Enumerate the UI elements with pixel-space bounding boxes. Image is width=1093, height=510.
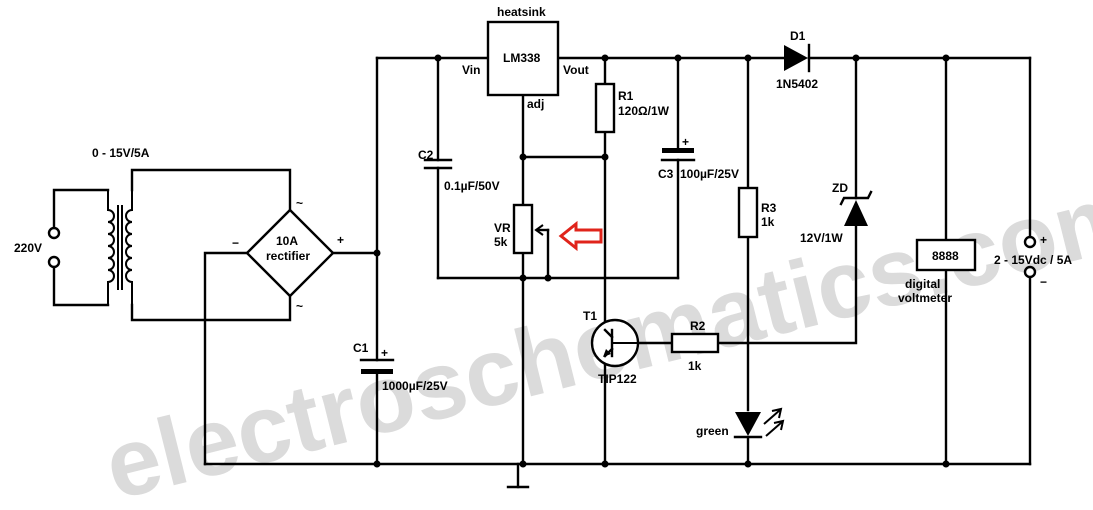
vr-value: 5k [494,235,508,249]
voltmeter-display: 8888 [932,249,959,263]
transformer: 0 - 15V/5A [92,146,150,305]
c2-value: 0.1µF/50V [444,179,500,193]
c1-value: 1000µF/25V [382,379,448,393]
zd-value: 12V/1W [800,231,843,245]
rectifier-ac2: ~ [296,299,303,313]
vout-label: Vout [563,63,589,77]
d1-value: 1N5402 [776,77,818,91]
rectifier-ac1: ~ [296,196,303,210]
bridge-rectifier: 10A rectifier ~ ~ − + [232,196,344,313]
r1-name: R1 [618,89,634,103]
resistor-r1: R1 120Ω/1W [594,82,670,134]
capacitor-c3: + C3 100µF/25V [658,135,739,181]
r3-name: R3 [761,201,777,215]
mains-voltage-label: 220V [14,241,42,255]
regulator-lm338: heatsink LM338 Vin Vout adj [462,5,589,111]
c1-plus: + [381,346,388,360]
resistor-r3: R3 1k [737,186,777,239]
potentiometer-vr: VR 5k [494,203,550,255]
mains-terminals: 220V [14,226,61,269]
output-terminals: + − 2 - 15Vdc / 5A [994,233,1072,289]
output-plus: + [1040,233,1047,247]
adj-label: adj [527,97,544,111]
d1-name: D1 [790,29,806,43]
t1-value: TIP122 [598,372,637,386]
vin-label: Vin [462,63,480,77]
digital-voltmeter: 8888 digital voltmeter [898,238,977,305]
led-label: green [696,424,729,438]
capacitor-c1: C1 + 1000µF/25V [353,341,448,393]
rectifier-minus: − [232,236,239,250]
adjust-arrow-icon [558,220,603,252]
junction-dots [373,54,950,468]
r3-value: 1k [761,215,775,229]
c1-name: C1 [353,341,369,355]
output-minus: − [1040,275,1047,289]
output-rating: 2 - 15Vdc / 5A [994,253,1072,267]
wires [52,56,1032,489]
voltmeter-label-1: digital [905,277,940,291]
c3-plus: + [682,135,689,149]
t1-name: T1 [583,309,597,323]
vr-name: VR [494,221,511,235]
heatsink-label: heatsink [497,5,546,19]
resistor-r2: R2 1k [670,319,720,373]
diode-d1: D1 1N5402 [776,29,818,91]
transformer-label: 0 - 15V/5A [92,146,150,160]
zener-diode-zd: ZD 12V/1W [800,181,873,245]
led-green: green [696,407,785,439]
zd-name: ZD [832,181,848,195]
voltmeter-label-2: voltmeter [898,291,952,305]
regulator-name: LM338 [503,51,541,65]
c3-value: 100µF/25V [680,167,739,181]
rectifier-plus: + [337,233,344,247]
light-emission-icon [763,407,785,437]
r1-value: 120Ω/1W [618,104,670,118]
capacitor-c2: C2 0.1µF/50V [418,148,500,193]
rectifier-label: rectifier [266,249,310,263]
rectifier-rating: 10A [276,234,298,248]
r2-value: 1k [688,359,702,373]
r2-name: R2 [690,319,706,333]
transistor-t1: T1 TIP122 [583,309,640,386]
c2-name: C2 [418,148,434,162]
c3-name: C3 [658,167,674,181]
